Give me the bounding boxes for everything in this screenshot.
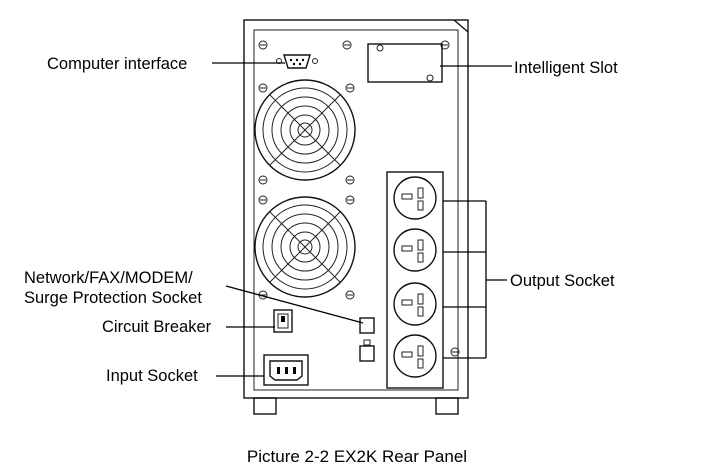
db9-port-icon bbox=[276, 54, 318, 69]
label-output-socket: Output Socket bbox=[510, 272, 615, 290]
ups-chassis bbox=[243, 19, 469, 415]
intelligent-slot bbox=[367, 43, 443, 83]
figure-caption: Picture 2-2 EX2K Rear Panel bbox=[247, 447, 467, 466]
fan-grille-icon bbox=[254, 79, 356, 181]
label-input-socket: Input Socket bbox=[106, 367, 198, 385]
label-network-line1: Network/FAX/MODEM/ bbox=[24, 269, 193, 287]
label-intelligent-slot: Intelligent Slot bbox=[514, 59, 618, 77]
outlet-icon bbox=[393, 228, 437, 272]
screw-icon bbox=[258, 40, 460, 357]
fan-grille-icon bbox=[254, 196, 356, 298]
output-socket-panel bbox=[386, 171, 444, 389]
leader-lines bbox=[212, 62, 512, 377]
outlet-icon bbox=[393, 176, 437, 220]
breaker-icon bbox=[273, 309, 293, 333]
outlet-icon bbox=[393, 282, 437, 326]
label-network-line2: Surge Protection Socket bbox=[24, 289, 202, 307]
rj45-port-icon bbox=[359, 317, 375, 362]
label-circuit-breaker: Circuit Breaker bbox=[102, 318, 212, 336]
label-computer-interface: Computer interface bbox=[47, 55, 187, 73]
iec-inlet-icon bbox=[263, 354, 309, 386]
outlet-icon bbox=[393, 334, 437, 378]
